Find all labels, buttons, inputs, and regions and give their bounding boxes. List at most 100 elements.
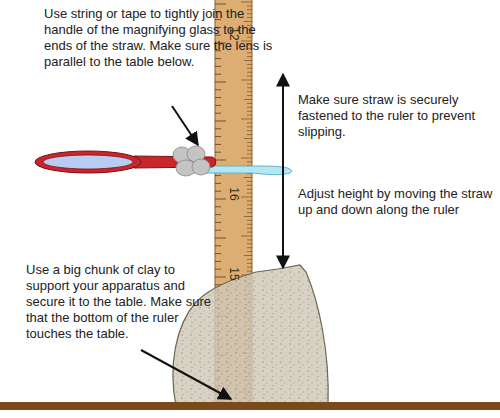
lens: [43, 155, 133, 169]
tick: [215, 253, 221, 254]
string-wrap: [173, 146, 210, 176]
callout-note: Use a big chunk of clay to support your …: [26, 262, 212, 342]
height-arrow: [282, 74, 284, 268]
tick: [247, 103, 252, 104]
tick: [247, 224, 252, 225]
tick: [241, 119, 252, 120]
tick: [247, 87, 252, 88]
tick: [247, 228, 252, 229]
tick: [215, 113, 221, 114]
tick: [247, 146, 252, 147]
tick: [215, 191, 221, 192]
tick: [215, 152, 221, 153]
tick: [215, 277, 226, 278]
tick: [215, 269, 221, 270]
tick: [247, 200, 252, 201]
tick: [244, 216, 252, 217]
tick: [244, 138, 252, 139]
tick: [244, 177, 252, 178]
ruler-number: 12: [227, 27, 239, 40]
lens-rim: [35, 151, 141, 173]
leader-arrow: [141, 350, 231, 399]
tick: [215, 82, 226, 83]
tick: [215, 160, 226, 161]
tick: [244, 255, 252, 256]
tick: [244, 99, 252, 100]
tick: [247, 122, 252, 123]
tick: [247, 56, 252, 57]
tick: [247, 115, 252, 116]
tick: [247, 76, 252, 77]
tick: [215, 89, 221, 90]
tick: [247, 95, 252, 96]
tick: [247, 134, 252, 135]
tick: [215, 183, 221, 184]
tick: [215, 261, 221, 262]
tick: [215, 222, 221, 223]
tick: [215, 230, 221, 231]
tick: [247, 212, 252, 213]
tick: [247, 17, 252, 18]
tick: [247, 72, 252, 73]
tick: [241, 236, 252, 237]
tick: [215, 199, 226, 200]
tick: [215, 4, 226, 5]
callout-note: Make sure straw is securely fastened to …: [298, 92, 494, 140]
tick: [215, 144, 221, 145]
tick: [247, 247, 252, 248]
tick: [247, 83, 252, 84]
tick: [247, 13, 252, 14]
clay: [173, 265, 328, 406]
ruler-number: 15: [227, 267, 239, 280]
tick: [215, 175, 221, 176]
tick: [247, 263, 252, 264]
tick: [247, 91, 252, 92]
tick: [247, 142, 252, 143]
tick: [247, 189, 252, 190]
tick: [247, 271, 252, 272]
tick: [215, 58, 221, 59]
tick: [247, 220, 252, 221]
tick: [215, 128, 221, 129]
ruler-number: 16: [227, 187, 239, 200]
tick: [247, 185, 252, 186]
tick: [215, 121, 226, 122]
callout-note: Adjust height by moving the straw up and…: [298, 186, 494, 218]
tick: [215, 97, 221, 98]
tick: [247, 130, 252, 131]
tick: [247, 208, 252, 209]
tick: [215, 74, 221, 75]
tick: [247, 150, 252, 151]
tick: [215, 66, 221, 67]
leader-arrow: [172, 106, 198, 145]
tick: [247, 126, 252, 127]
tick: [215, 238, 226, 239]
tick: [215, 214, 221, 215]
tick: [247, 259, 252, 260]
tick: [244, 21, 252, 22]
tick: [247, 161, 252, 162]
tick: [241, 197, 252, 198]
tick: [247, 107, 252, 108]
tick: [215, 245, 221, 246]
tick: [247, 193, 252, 194]
tick: [247, 243, 252, 244]
tick: [247, 9, 252, 10]
tick: [215, 136, 221, 137]
callout-note: Use string or tape to tightly join the h…: [44, 6, 276, 70]
tick: [247, 154, 252, 155]
tick: [241, 2, 252, 3]
tick: [241, 158, 252, 159]
tick: [247, 267, 252, 268]
tick: [247, 111, 252, 112]
tick: [247, 251, 252, 252]
tick: [244, 60, 252, 61]
tick: [215, 206, 221, 207]
tick: [247, 204, 252, 205]
table: [0, 402, 500, 410]
tick: [247, 5, 252, 6]
tick: [247, 68, 252, 69]
tick: [247, 239, 252, 240]
tick: [215, 105, 221, 106]
